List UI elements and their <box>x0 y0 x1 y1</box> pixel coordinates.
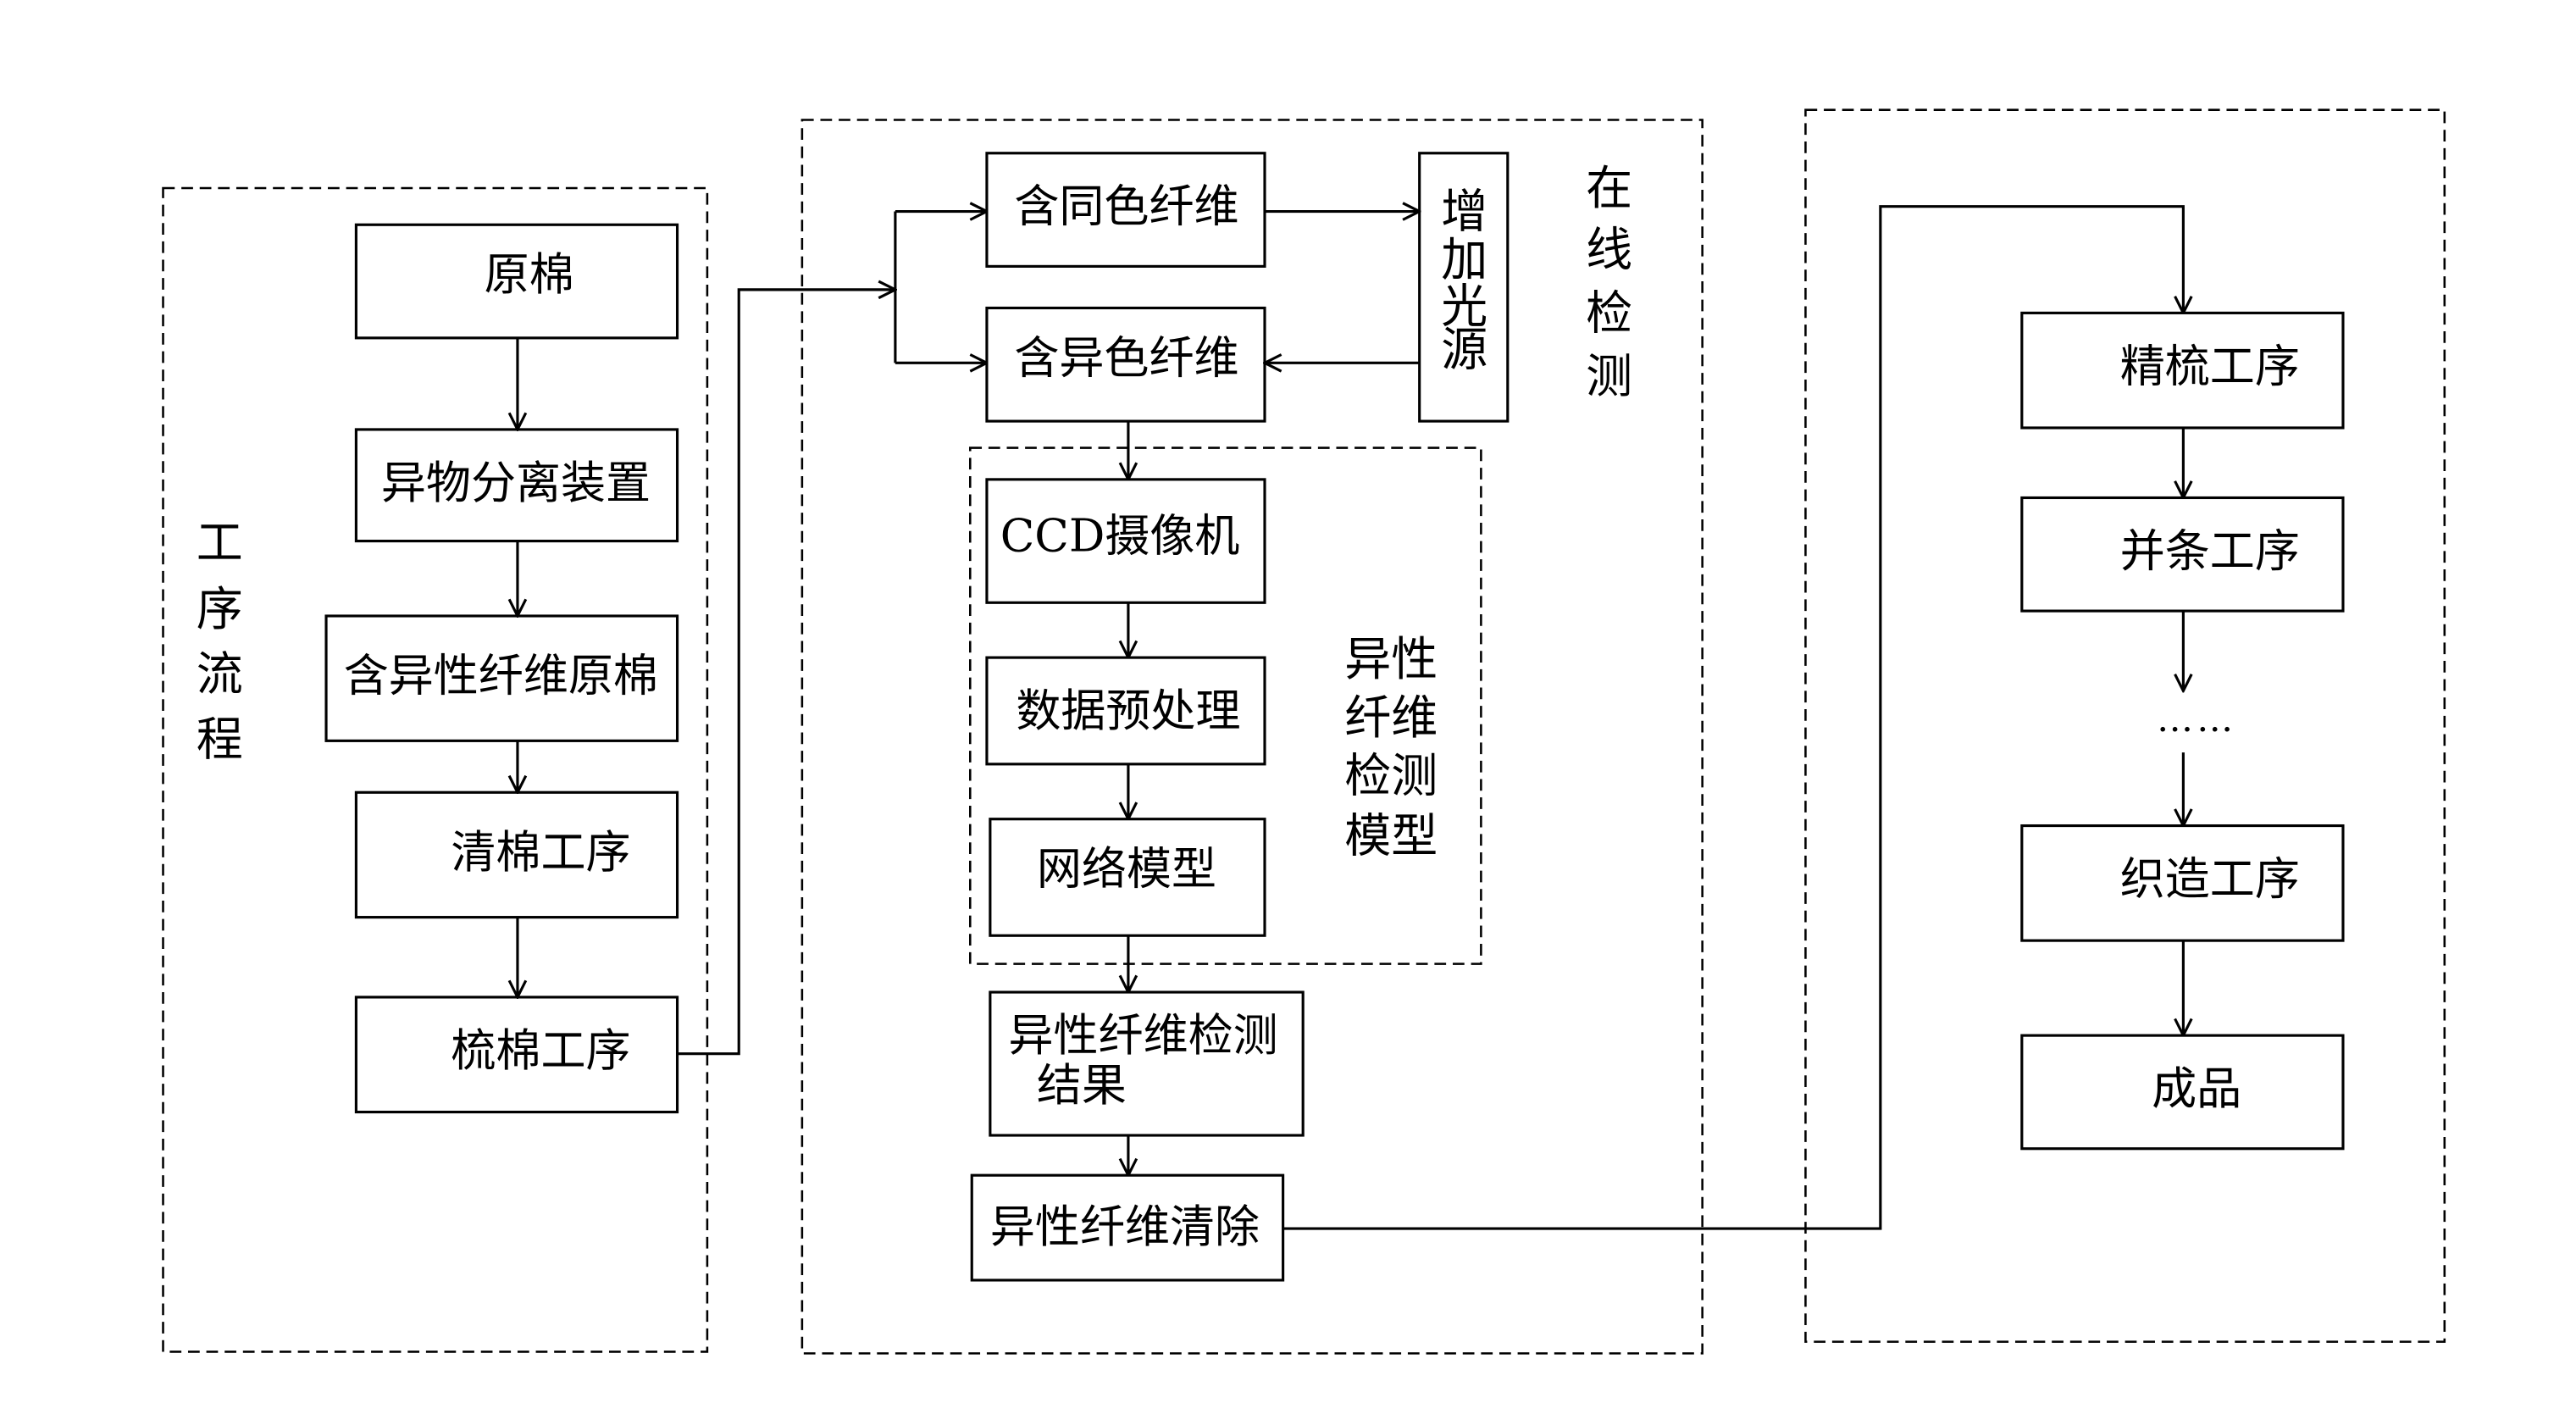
label-char: 增 <box>1441 185 1487 239</box>
weaving-node: 织造工序 <box>2020 824 2345 942</box>
node-label: 织造工序 <box>2120 852 2300 905</box>
same-color-fiber-node: 含同色纤维 <box>985 152 1266 268</box>
data-preprocessing-node: 数据预处理 <box>985 656 1266 766</box>
label-char: 加 <box>1441 233 1487 287</box>
node-label: 原棉 <box>485 248 574 301</box>
opening-cleaning-node: 清棉工序 <box>354 790 679 919</box>
label-line: 检测 <box>1344 749 1438 803</box>
node-label: 异物分离装置 <box>381 457 651 509</box>
online-detection-group <box>800 119 1703 1355</box>
connector-line <box>1282 205 2184 1230</box>
detection-model-group <box>969 447 1482 965</box>
different-color-fiber-node: 含异色纤维 <box>985 306 1266 423</box>
connector-line <box>677 290 895 1056</box>
foreign-matter-separator-node: 异物分离装置 <box>354 428 679 543</box>
node-label: 含异色纤维 <box>1014 331 1238 384</box>
node-label: 梳棉工序 <box>451 1024 630 1077</box>
foreign-fiber-removal-node: 异性纤维清除 <box>970 1173 1285 1282</box>
node-label-line1: 异性纤维检测 <box>1009 1009 1278 1062</box>
label-char: 流 <box>197 647 243 702</box>
label-char: 在 <box>1586 161 1632 215</box>
label-char: 检 <box>1586 286 1632 340</box>
node-label: 含异性纤维原棉 <box>344 650 658 702</box>
detection-result-node: 异性纤维检测 结果 <box>989 990 1305 1137</box>
label-char: 源 <box>1441 323 1487 377</box>
label-char: 序 <box>197 582 243 636</box>
node-label: 异性纤维清除 <box>990 1201 1260 1253</box>
node-label-line2: 结果 <box>1037 1059 1127 1112</box>
online-detection-group-label: 在 线 检 测 <box>1586 161 1632 403</box>
carding-node: 梳棉工序 <box>354 996 679 1114</box>
downstream-group <box>1804 108 2446 1343</box>
node-label: 网络模型 <box>1037 843 1216 896</box>
node-label: 并条工序 <box>2120 524 2300 577</box>
label-char: 光 <box>1441 280 1487 334</box>
network-model-node: 网络模型 <box>989 818 1266 937</box>
node-label: 精梳工序 <box>2120 340 2300 392</box>
drawing-node: 并条工序 <box>2020 496 2345 613</box>
node-label: CCD摄像机 <box>1000 510 1240 563</box>
detection-model-group-label: 异性 纤维 检测 模型 <box>1344 632 1438 863</box>
label-char: 工 <box>197 516 243 570</box>
ellipsis: …… <box>2157 698 2236 741</box>
node-label: 数据预处理 <box>1016 685 1240 737</box>
label-line: 模型 <box>1344 808 1438 863</box>
label-char: 线 <box>1586 223 1632 277</box>
add-light-source-node: 增 加 光 源 <box>1418 152 1510 423</box>
label-char: 程 <box>197 712 243 766</box>
label-char: 测 <box>1586 349 1632 403</box>
cotton-with-foreign-fiber-node: 含异性纤维原棉 <box>324 614 679 742</box>
process-flow-group <box>162 186 709 1353</box>
node-label: 含同色纤维 <box>1014 180 1238 233</box>
finished-product-node: 成品 <box>2020 1034 2345 1151</box>
process-flow-group-label: 工 序 流 程 <box>197 516 243 767</box>
node-label: 清棉工序 <box>451 826 630 879</box>
ccd-camera-node: CCD摄像机 <box>985 478 1266 604</box>
combing-node: 精梳工序 <box>2020 311 2345 430</box>
raw-cotton-node: 原棉 <box>354 223 679 340</box>
node-label: 成品 <box>2152 1062 2241 1115</box>
label-line: 异性 <box>1344 632 1438 686</box>
label-line: 纤维 <box>1344 691 1438 745</box>
